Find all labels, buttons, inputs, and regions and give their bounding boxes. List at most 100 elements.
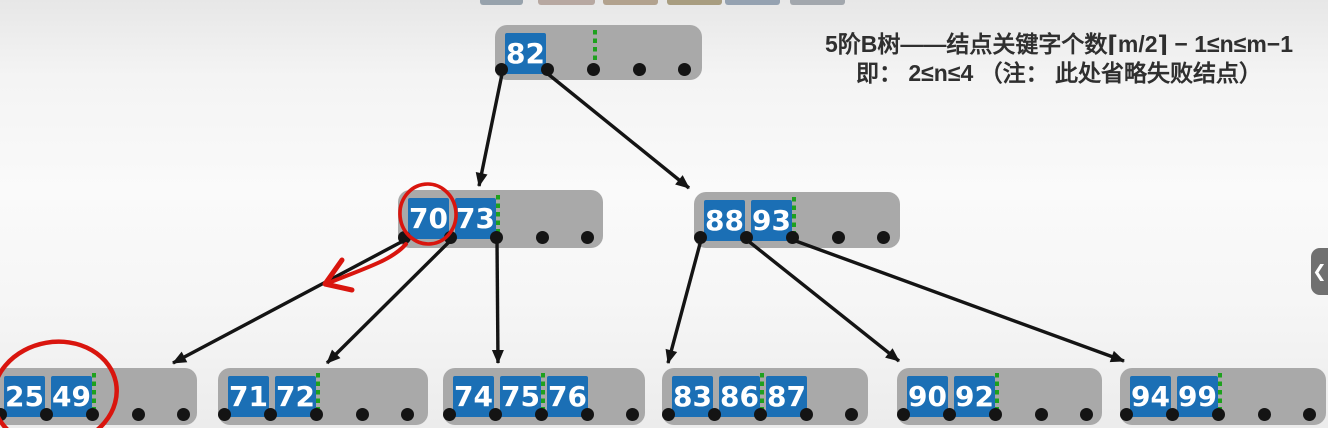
pointer-dot xyxy=(587,63,600,76)
slide-caption: 5阶B树——结点关键字个数⌈m/2⌉ − 1≤n≤m−1 即： 2≤n≤4 （注… xyxy=(794,30,1324,88)
min-keys-divider xyxy=(995,373,999,413)
pointer-dot xyxy=(800,408,813,421)
min-keys-divider xyxy=(541,373,545,413)
top-cutoff-chip xyxy=(725,0,780,5)
pointer-dot xyxy=(740,231,753,244)
pointer-dot xyxy=(444,231,457,244)
pointer-dot xyxy=(495,63,508,76)
edge-70-73-to-71-72 xyxy=(325,238,453,365)
pointer-dot xyxy=(490,231,503,244)
min-keys-divider xyxy=(593,30,597,68)
pointer-dot xyxy=(897,408,910,421)
btree-leaf-node-94-99: 94 99 xyxy=(1120,368,1326,425)
pointer-dot xyxy=(633,63,646,76)
key-72: 72 xyxy=(275,376,316,417)
btree-internal-node-88-93: 88 93 xyxy=(694,192,900,248)
key-83: 83 xyxy=(672,376,713,417)
btree-leaf-node-71-72: 71 72 xyxy=(218,368,428,425)
pointer-dot xyxy=(356,408,369,421)
pointer-dot xyxy=(1080,408,1093,421)
key-88: 88 xyxy=(704,200,745,241)
pointer-dot xyxy=(708,408,721,421)
pointer-dot xyxy=(1258,408,1271,421)
pointer-dot xyxy=(1303,408,1316,421)
min-keys-divider xyxy=(92,373,96,413)
pointer-dot xyxy=(1035,408,1048,421)
key-86: 86 xyxy=(719,376,760,417)
key-73: 73 xyxy=(455,198,496,239)
pointer-dot xyxy=(678,63,691,76)
pointer-dot xyxy=(86,408,99,421)
edge-70-73-to-25-49 xyxy=(172,238,406,365)
min-keys-divider xyxy=(496,195,500,236)
pointer-dot xyxy=(489,408,502,421)
pointer-dot xyxy=(694,231,707,244)
pointer-dot xyxy=(401,408,414,421)
edge-root-to-70-73 xyxy=(475,73,504,187)
pointer-dot xyxy=(989,408,1002,421)
btree-leaf-node-83-86-87: 83 86 87 xyxy=(662,368,868,425)
pointer-dot xyxy=(1166,408,1179,421)
pointer-dot xyxy=(943,408,956,421)
caption-note-line: 即： 2≤n≤4 （注： 此处省略失败结点） xyxy=(855,60,1263,86)
pointer-dot xyxy=(581,231,594,244)
edge-88-93-to-90-92 xyxy=(745,238,901,363)
key-71: 71 xyxy=(228,376,269,417)
key-74: 74 xyxy=(453,376,494,417)
annotation-arrow-head xyxy=(322,257,355,293)
pointer-dot xyxy=(310,408,323,421)
min-keys-divider xyxy=(1218,373,1222,413)
edge-root-to-88-93 xyxy=(546,72,691,190)
collapse-panel-button[interactable]: ❮ xyxy=(1311,248,1328,295)
pointer-dot xyxy=(626,408,639,421)
pointer-dot xyxy=(877,231,890,244)
key-87: 87 xyxy=(766,376,807,417)
pointer-dot xyxy=(832,231,845,244)
btree-root-node: 82 xyxy=(495,25,702,80)
caption-rule-line: 5阶B树——结点关键字个数⌈m/2⌉ − 1≤n≤m−1 xyxy=(824,31,1294,57)
pointer-dot xyxy=(218,408,231,421)
key-94: 94 xyxy=(1130,376,1171,417)
pointer-dot xyxy=(541,63,554,76)
min-keys-divider xyxy=(760,373,764,413)
pointer-dot xyxy=(177,408,190,421)
pointer-dot xyxy=(132,408,145,421)
key-70: 70 xyxy=(408,198,449,239)
top-cutoff-chip xyxy=(603,0,658,5)
pointer-dot xyxy=(1212,408,1225,421)
pointer-dot xyxy=(754,408,767,421)
pointer-dot xyxy=(786,231,799,244)
annotation-arrow-curve xyxy=(329,242,408,284)
pointer-dot xyxy=(443,408,456,421)
top-cutoff-chip xyxy=(538,0,595,5)
min-keys-divider xyxy=(316,373,320,413)
pointer-dot xyxy=(581,408,594,421)
key-82: 82 xyxy=(505,33,546,74)
key-99: 99 xyxy=(1177,376,1218,417)
pointer-dot xyxy=(264,408,277,421)
key-76: 76 xyxy=(547,376,588,417)
btree-leaf-node-74-75-76: 74 75 76 xyxy=(443,368,645,425)
min-keys-divider xyxy=(792,197,796,236)
pointer-dot xyxy=(40,408,53,421)
pointer-dot xyxy=(662,408,675,421)
pointer-dot xyxy=(536,231,549,244)
pointer-dot xyxy=(845,408,858,421)
key-93: 93 xyxy=(751,200,792,241)
pointer-dot xyxy=(1120,408,1133,421)
edge-88-93-to-83-86-87 xyxy=(665,239,703,364)
key-75: 75 xyxy=(500,376,541,417)
key-90: 90 xyxy=(907,376,948,417)
btree-leaf-node-90-92: 90 92 xyxy=(897,368,1102,425)
chevron-left-icon: ❮ xyxy=(1312,262,1327,281)
btree-internal-node-70-73: 70 73 xyxy=(398,190,603,248)
top-cutoff-chip xyxy=(790,0,845,5)
pointer-dot xyxy=(398,231,411,244)
key-92: 92 xyxy=(954,376,995,417)
top-cutoff-chip xyxy=(667,0,722,5)
btree-leaf-node-25-49: 25 49 xyxy=(0,368,197,425)
key-25: 25 xyxy=(4,376,45,417)
pointer-dot xyxy=(535,408,548,421)
top-cutoff-chip xyxy=(480,0,523,5)
